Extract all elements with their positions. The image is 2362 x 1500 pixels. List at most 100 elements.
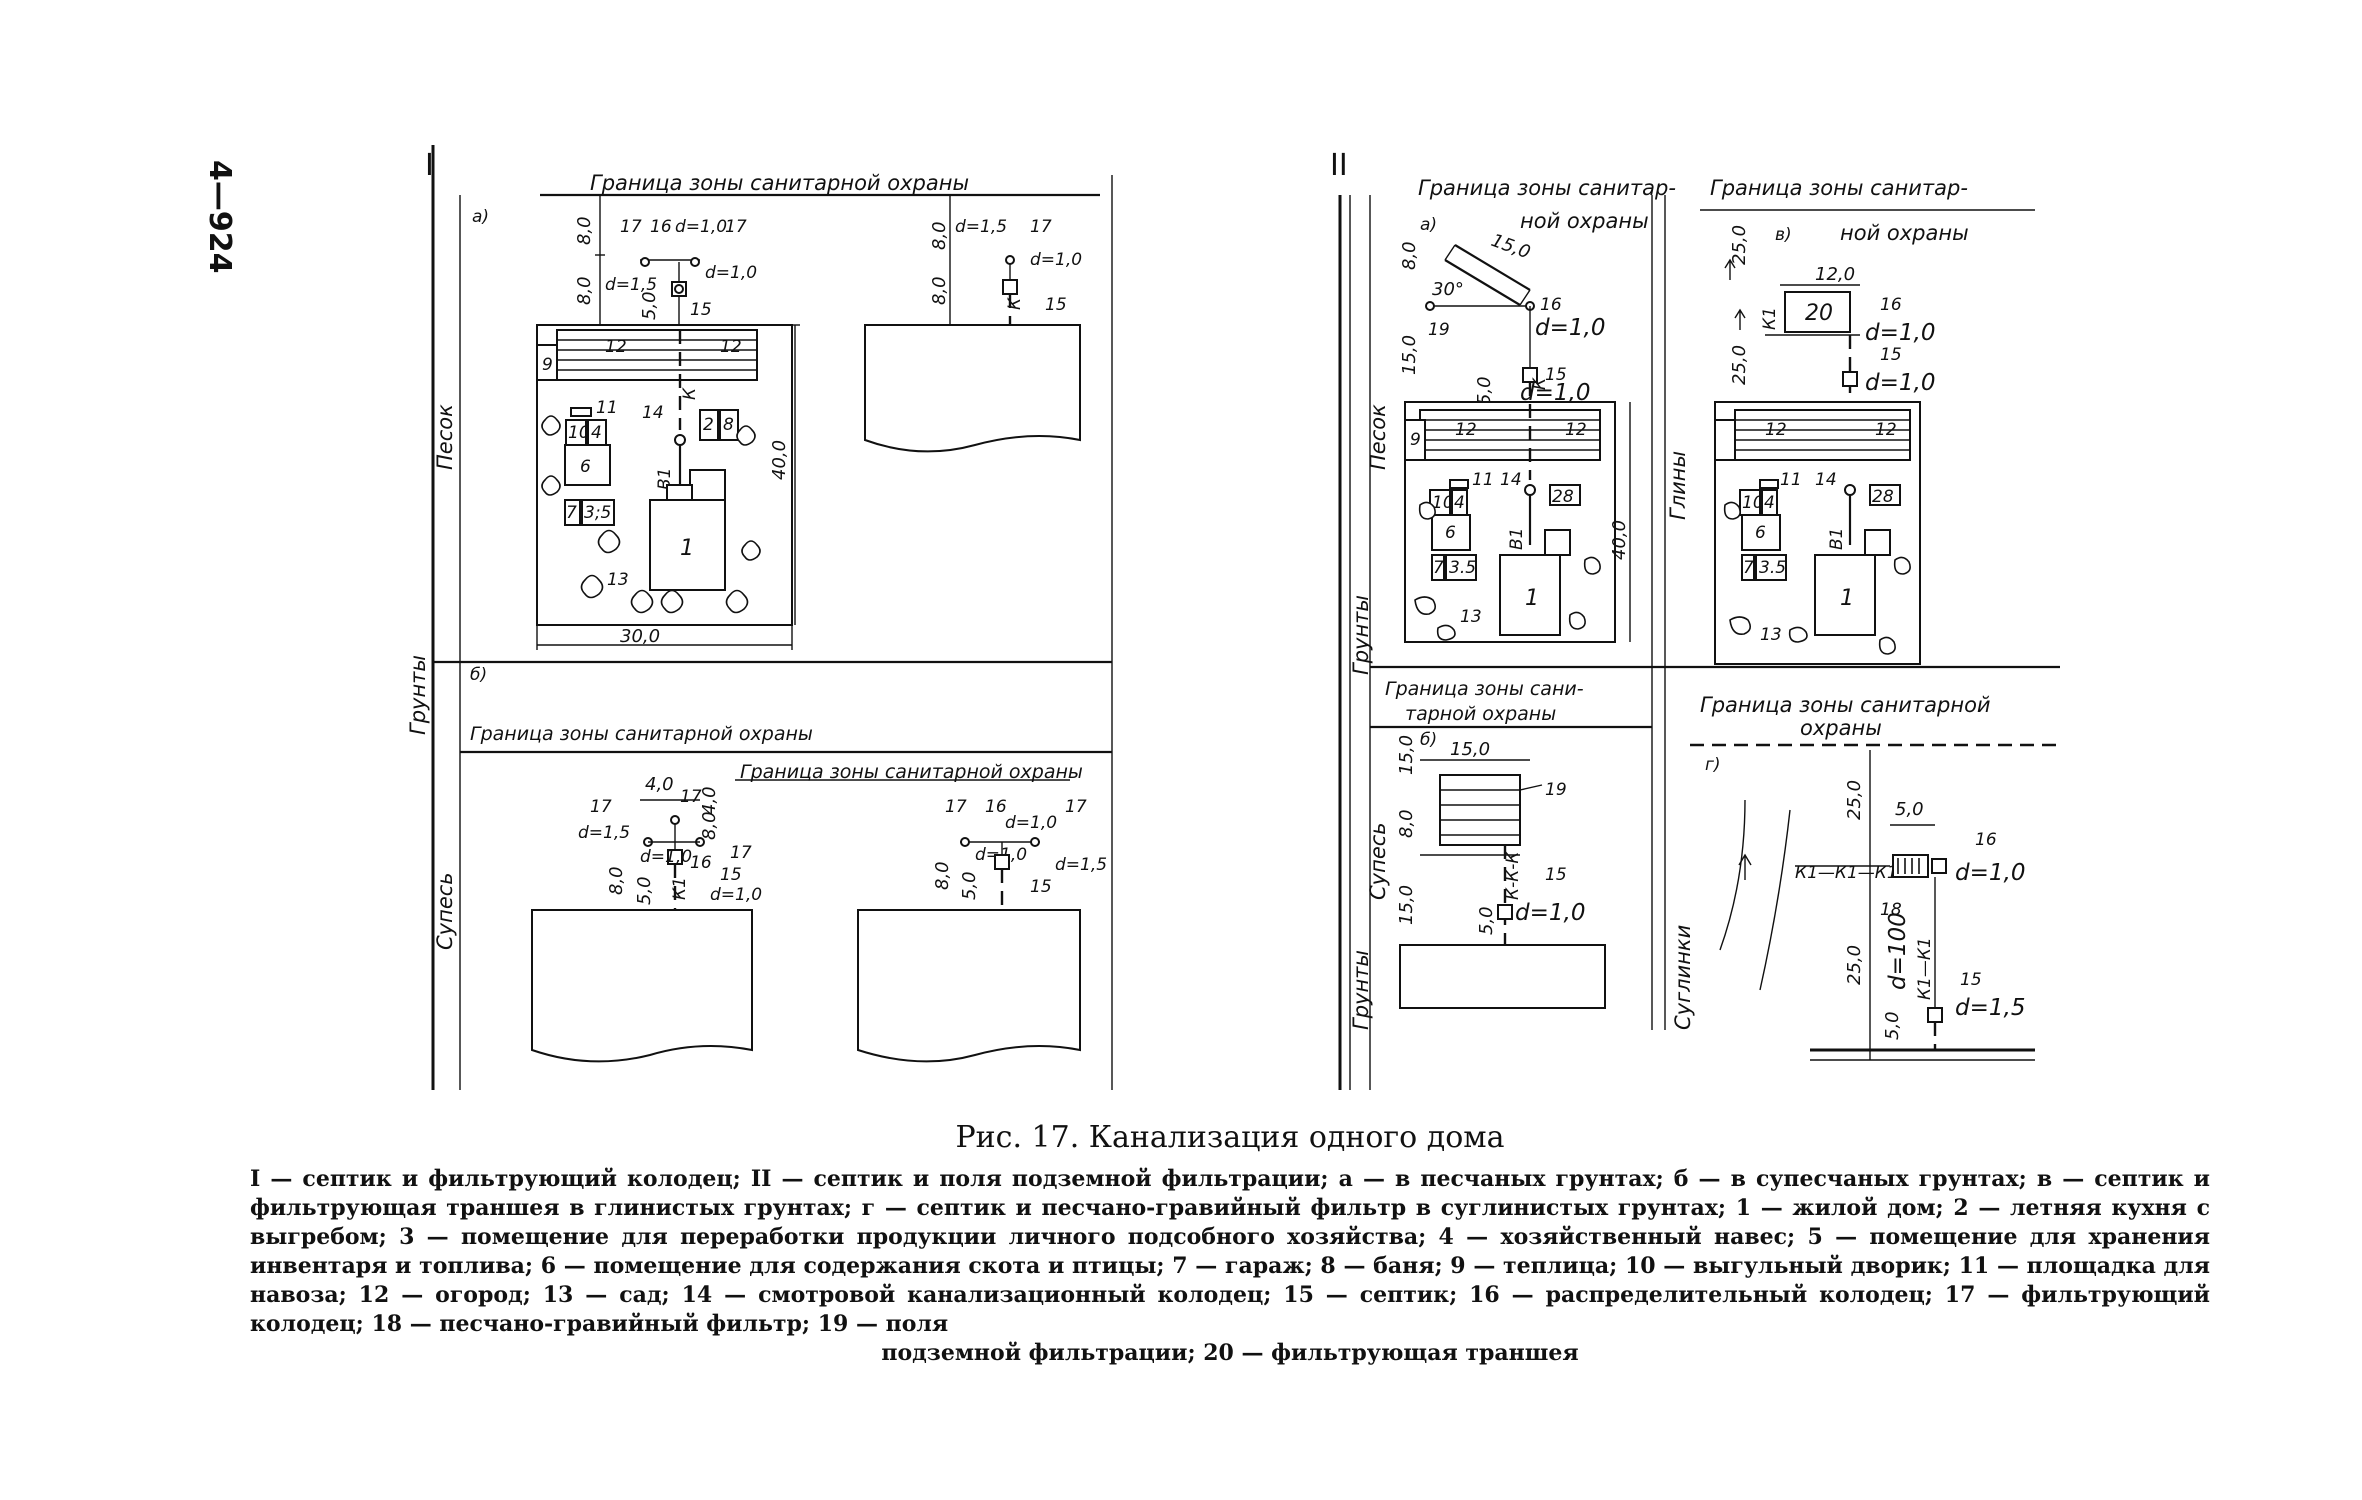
dim-IIg-250b: 25,0	[1844, 945, 1865, 985]
panel-II-b-letter: б)	[1420, 730, 1437, 750]
dim-b-50: 5,0	[634, 876, 655, 905]
label-yard: 10	[568, 423, 590, 443]
label-IIv-14: 14	[1815, 470, 1837, 490]
label-IIv-20: 20	[1805, 301, 1833, 326]
label-IIv-28: 28	[1872, 487, 1894, 507]
panel-I-soil-label: Грунты	[406, 655, 430, 735]
label-storage: 3;5	[584, 503, 611, 523]
label-b-d15r: d=1,5	[1055, 855, 1107, 875]
label-IIv-11: 11	[1780, 470, 1802, 490]
label-IIg-d100: d=100	[1885, 912, 1911, 990]
label-IIa-12a: 12	[1455, 420, 1477, 440]
label-d10b: d=1,0	[705, 263, 757, 283]
label-garage: 7	[566, 503, 577, 523]
dim-top-a: 8,0	[574, 216, 595, 245]
dim-IIb-80: 8,0	[1396, 809, 1417, 838]
label-IIa-1: 1	[1525, 586, 1539, 611]
caption-title: Рис. 17. Канализация одного дома	[955, 1120, 1505, 1155]
dim-IIb-150c: 15,0	[1396, 885, 1417, 925]
pipe-label-right: К	[1005, 297, 1025, 310]
panel-II-v-letter: в)	[1775, 225, 1792, 245]
label-IIv-4: 4	[1764, 493, 1775, 513]
panel-II-numeral: II	[1330, 148, 1348, 183]
dim-IIv-120: 12,0	[1815, 264, 1855, 285]
panel-II-v-zone-1: Граница зоны санитар-	[1710, 176, 1968, 200]
panel-II-b-soil: Супесь	[1366, 822, 1390, 900]
label-b-17a: 17	[590, 797, 612, 817]
label-IIa-28: 28	[1552, 487, 1574, 507]
panel-II-b-zone-2: тарной охраны	[1405, 703, 1556, 725]
dim-IIb-150a: 15,0	[1450, 739, 1490, 760]
panel-I-a: а) Граница зоны санитарной охраны 30,0 4…	[472, 171, 1082, 650]
label-IIa-4: 4	[1454, 493, 1465, 513]
dim-IIa-80: 8,0	[1399, 241, 1420, 270]
panel-II-a-zone-1: Граница зоны санитар-	[1418, 176, 1676, 200]
dim-top-b: 8,0	[574, 276, 595, 305]
label-IIa-15: 15	[1545, 365, 1567, 385]
dim-b-80b: 8,0	[699, 811, 720, 840]
panel-II-b-zone-1: Граница зоны сани-	[1385, 678, 1584, 700]
label-garden-a: 12	[605, 337, 627, 357]
label-filter-well-b: 17	[725, 217, 747, 237]
label-d15: d=1,5	[605, 275, 657, 295]
label-b-17b: 17	[680, 787, 702, 807]
label-livestock: 6	[580, 457, 591, 477]
label-IIg-15: 15	[1960, 970, 1982, 990]
label-IIv-10: 10	[1742, 493, 1764, 513]
label-IIv-15: 15	[1880, 345, 1902, 365]
dim-b-r50: 5,0	[959, 871, 980, 900]
panel-I-a-soil: Песок	[433, 404, 457, 470]
label-IIa-16: 16	[1540, 295, 1562, 315]
house-outline-right	[864, 324, 1081, 453]
label-greenhouse: 9	[542, 355, 553, 375]
dim-right-b: 8,0	[929, 276, 950, 305]
dim-IIb-50: 5,0	[1476, 906, 1497, 935]
label-inspection-well: 14	[642, 403, 664, 423]
panel-I-a-letter: а)	[472, 207, 489, 227]
label-IIv-12a: 12	[1765, 420, 1787, 440]
panel-I-b-letter: б)	[470, 665, 487, 685]
label-IIb-19: 19	[1545, 780, 1567, 800]
label-IIa-pipe-b: В1	[1507, 528, 1527, 550]
pipe-label-b: К1	[670, 877, 690, 900]
label-house: 1	[680, 536, 694, 561]
panel-II-g: Граница зоны санитарной охраны г) Суглин…	[1671, 693, 2035, 1061]
label-IIv-d10a: d=1,0	[1865, 320, 1935, 346]
side-code: 4—924	[202, 160, 237, 274]
figure-caption: Рис. 17. Канализация одного дома I — сеп…	[250, 1120, 2210, 1368]
label-IIv-13: 13	[1760, 625, 1782, 645]
label-IIv-pipe-b: В1	[1827, 528, 1847, 550]
label-IIv-35: 3.5	[1759, 558, 1786, 578]
label-garden-b: 12	[720, 337, 742, 357]
label-IIa-6: 6	[1445, 523, 1456, 543]
label-IIa-19: 19	[1428, 320, 1450, 340]
dim-IIa-angle: 30°	[1432, 279, 1464, 300]
panel-II-g-letter: г)	[1705, 755, 1721, 775]
label-IIb-pipe: К-К-К	[1503, 851, 1523, 900]
label-IIg-d10: d=1,0	[1955, 860, 2025, 886]
dim-IIa-150: 15,0	[1488, 230, 1533, 263]
label-IIg-18: 18	[1880, 900, 1902, 920]
panel-I-numeral: I	[425, 148, 434, 183]
dim-b-80a: 8,0	[606, 866, 627, 895]
panel-I: I Грунты Песок Супесь а) Граница зоны са…	[406, 145, 1113, 1090]
label-IIv-1: 1	[1840, 586, 1854, 611]
dim-height: 40,0	[769, 440, 790, 480]
label-shed: 4	[591, 423, 602, 443]
label-filter-well-right: 17	[1030, 217, 1052, 237]
panel-II-g-zone-1: Граница зоны санитарной	[1700, 693, 1991, 717]
dim-right-a: 8,0	[929, 221, 950, 250]
label-IIa-14: 14	[1500, 470, 1522, 490]
label-IIa-7: 7	[1433, 558, 1444, 578]
panel-II-g-soil: Суглинки	[1671, 925, 1695, 1030]
panel-II-g-zone-2: охраны	[1800, 716, 1882, 740]
label-IIa-d10a: d=1,0	[1535, 315, 1605, 341]
caption-text: I — септик и фильтрующий колодец; II — с…	[250, 1166, 2210, 1337]
label-IIg-pipev: К1—К1	[1915, 937, 1935, 1000]
label-filter-well-a: 17	[620, 217, 642, 237]
panel-II-a-soil: Песок	[1366, 404, 1390, 470]
label-b-d15: d=1,5	[578, 823, 630, 843]
dim-IIg-50a: 5,0	[1895, 799, 1924, 820]
dim-b-40: 4,0	[645, 774, 674, 795]
label-IIa-11: 11	[1472, 470, 1494, 490]
